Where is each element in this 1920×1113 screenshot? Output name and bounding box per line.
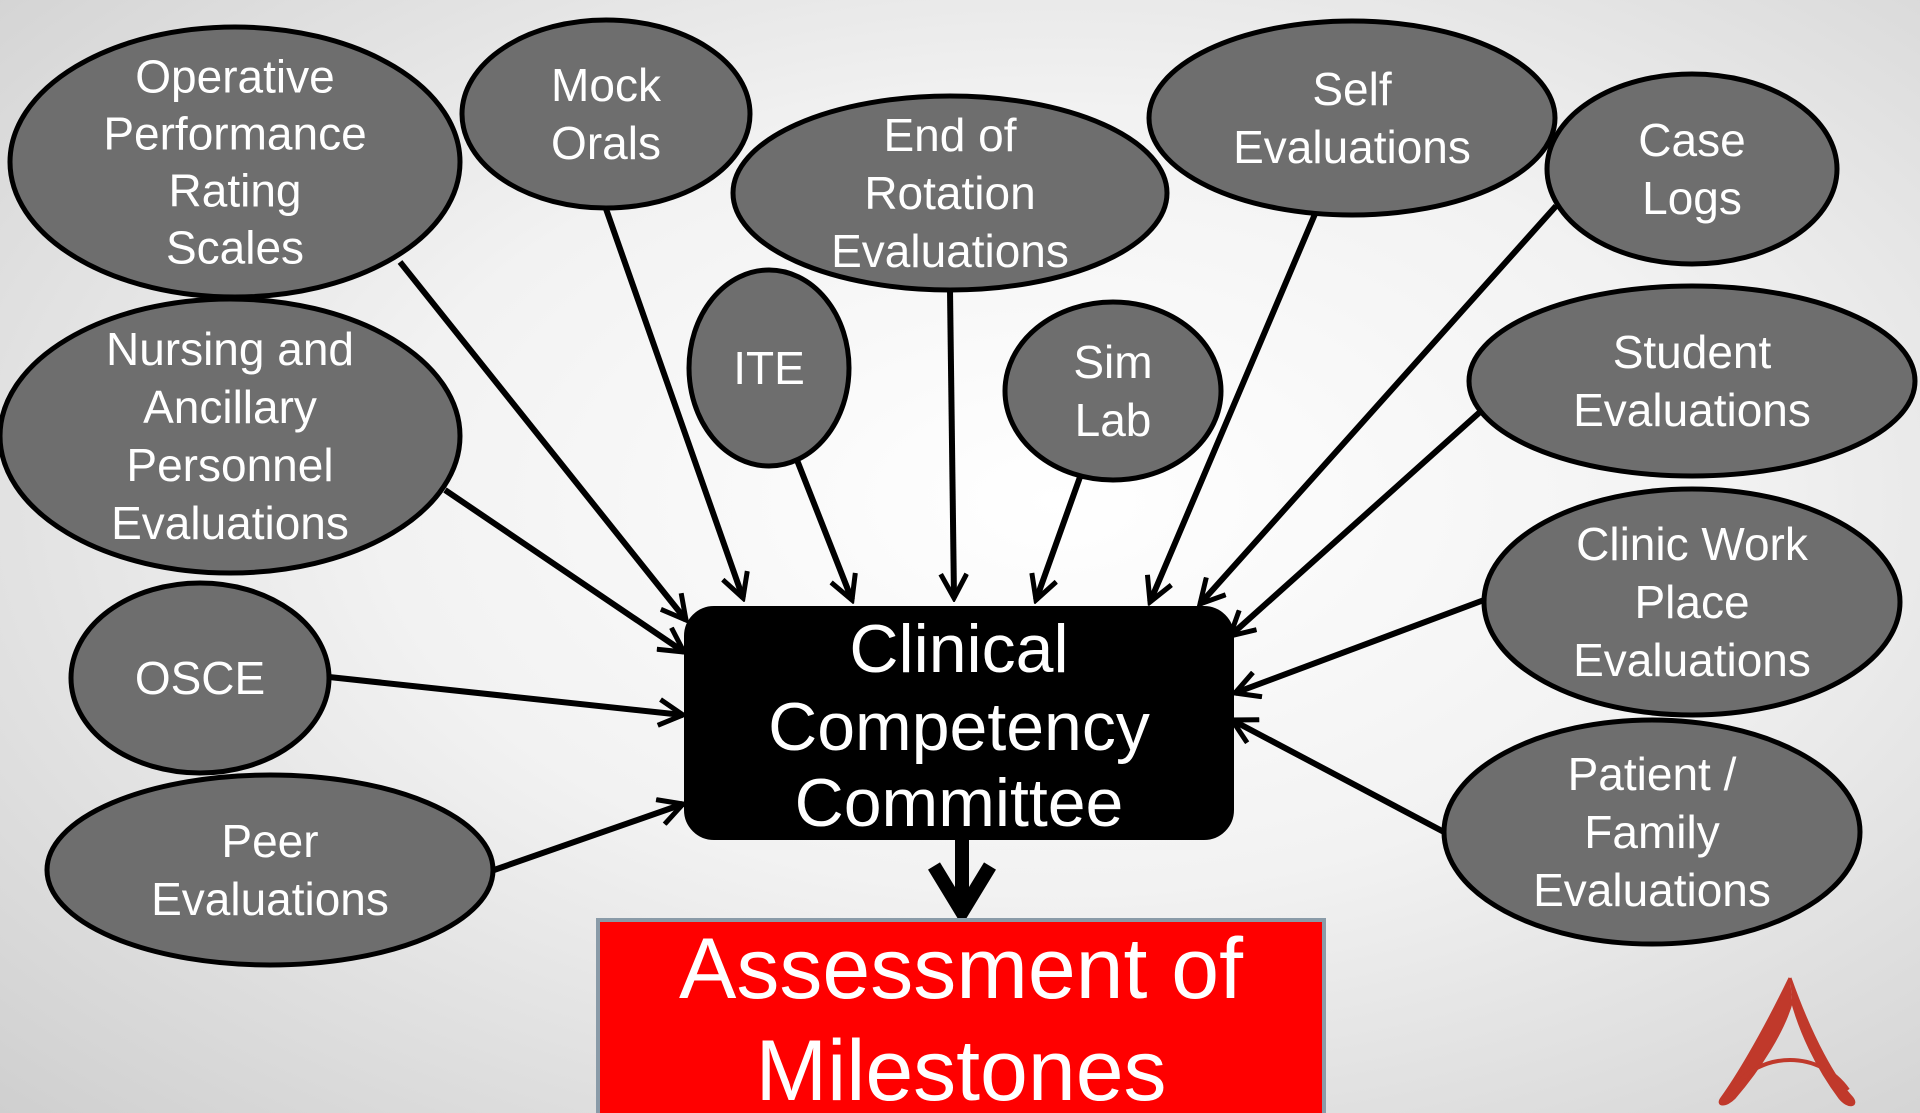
clinic-workplace-ellipse <box>1481 486 1903 718</box>
patient-family-arrow <box>1232 720 1446 835</box>
peer-evaluations-arrow <box>493 804 683 873</box>
milestones-rect <box>596 918 1326 1113</box>
end-of-rotation-label-line: Evaluations <box>831 225 1069 277</box>
self-evaluations-label-line: Self <box>1312 63 1391 115</box>
end-of-rotation-ellipse <box>730 93 1170 293</box>
self-evaluations-arrow <box>1150 212 1318 602</box>
mock-orals-ellipse <box>459 17 753 211</box>
logo-right-stroke <box>1788 977 1856 1107</box>
patient-family-ellipse <box>1441 717 1863 947</box>
sim-lab-ellipse <box>1002 299 1224 483</box>
clinic-workplace-arrow <box>1235 597 1486 693</box>
logo-crossbar <box>1730 1058 1850 1092</box>
end-of-rotation-arrow <box>950 289 954 598</box>
nursing-ancillary-label-line: Personnel <box>126 439 333 491</box>
self-evaluations-label-line: Evaluations <box>1233 121 1471 173</box>
nodes-layer: OperativePerformanceRatingScalesMockOral… <box>0 17 1918 968</box>
ite-ellipse <box>686 267 852 469</box>
committee-label-line: Committee <box>795 765 1124 841</box>
case-logs-ellipse <box>1544 71 1840 267</box>
student-evaluations-label-line: Student <box>1613 326 1772 378</box>
case-logs-arrow <box>1200 203 1559 604</box>
operative-performance-arrow <box>397 260 686 620</box>
a-logo-icon <box>1718 977 1856 1107</box>
student-evaluations-ellipse <box>1466 283 1918 479</box>
committee-to-result-arrow-head <box>928 862 996 926</box>
sim-lab-label-line: Sim <box>1073 336 1152 388</box>
osce-node: OSCE <box>68 580 332 776</box>
operative-performance-label-line: Scales <box>166 222 304 274</box>
case-logs-label-line: Case <box>1638 114 1745 166</box>
end-of-rotation-label-line: Rotation <box>864 167 1035 219</box>
sim-lab-label-line: Lab <box>1075 394 1152 446</box>
committee-label-line: Competency <box>768 689 1150 765</box>
operative-performance-label-line: Performance <box>103 108 366 160</box>
patient-family-label-line: Evaluations <box>1533 864 1771 916</box>
ite-label-line: ITE <box>733 342 805 394</box>
mock-orals-arrow <box>602 205 743 598</box>
ite-node: ITE <box>686 267 852 469</box>
nursing-ancillary-label-line: Ancillary <box>143 381 317 433</box>
peer-evaluations-label-line: Evaluations <box>151 873 389 925</box>
clinic-workplace-label-line: Clinic Work <box>1576 518 1809 570</box>
student-evaluations-label-line: Evaluations <box>1573 384 1811 436</box>
clinic-workplace-label-line: Evaluations <box>1573 634 1811 686</box>
peer-evaluations-label-line: Peer <box>221 815 318 867</box>
nursing-ancillary-label-line: Evaluations <box>111 497 349 549</box>
end-of-rotation-label-line: End of <box>884 109 1017 161</box>
osce-arrow <box>328 674 683 715</box>
arrows-layer <box>328 203 1559 873</box>
nursing-ancillary-arrow <box>443 487 684 652</box>
ite-arrow <box>792 453 852 600</box>
clinic-workplace-label-line: Place <box>1634 576 1749 628</box>
case-logs-label-line: Logs <box>1642 172 1742 224</box>
osce-label-line: OSCE <box>135 652 265 704</box>
operative-performance-label-line: Rating <box>169 165 302 217</box>
mock-orals-label-line: Mock <box>551 59 662 111</box>
patient-family-label-line: Patient / <box>1568 748 1737 800</box>
logo-left-stroke <box>1718 977 1794 1106</box>
nursing-ancillary-ellipse <box>0 296 463 576</box>
nursing-ancillary-label-line: Nursing and <box>106 323 354 375</box>
mock-orals-label-line: Orals <box>551 117 661 169</box>
osce-ellipse <box>68 580 332 776</box>
milestones-label-line: Assessment of <box>679 921 1244 1017</box>
self-evaluations-ellipse <box>1146 18 1558 218</box>
milestones-label-line: Milestones <box>755 1023 1166 1113</box>
peer-evaluations-ellipse <box>44 772 496 968</box>
sim-lab-arrow <box>1036 475 1083 600</box>
operative-performance-label-line: Operative <box>135 51 334 103</box>
student-evaluations-arrow <box>1230 409 1483 636</box>
patient-family-label-line: Family <box>1584 806 1719 858</box>
committee-label-line: Clinical <box>849 611 1068 687</box>
